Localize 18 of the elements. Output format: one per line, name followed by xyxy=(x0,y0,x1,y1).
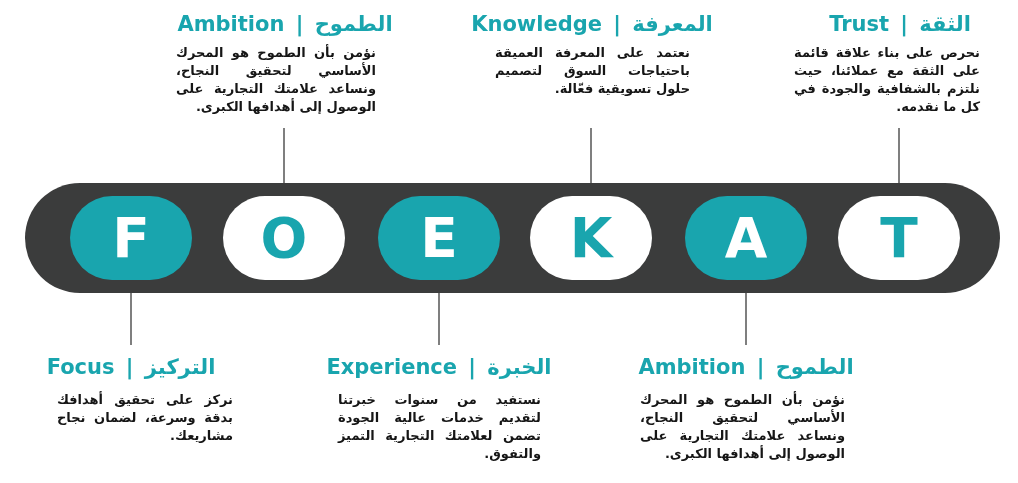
heading: Focus | التركيز xyxy=(46,354,216,380)
heading: Ambition | الطموح xyxy=(177,11,393,37)
description-text: نؤمن بأن الطموح هو المحرك الأساسي لتحقيق النجاح، ونساعد علامتك التجارية على الوصول إلى أهدافها الكبرى. xyxy=(176,44,376,116)
heading: Experience | الخبرة xyxy=(326,354,552,380)
description-text: نؤمن بأن الطموح هو المحرك الأساسي لتحقيق النجاح، ونساعد علامتك التجارية على الوصول إلى أهدافها الكبرى. xyxy=(640,391,845,463)
heading: Trust | الثقة xyxy=(829,11,971,37)
description-text: نعتمد على المعرفة العميقة باحتياجات السوق لتصميم حلول تسويقية فعّالة. xyxy=(495,44,690,98)
heading: Knowledge | المعرفة xyxy=(471,11,713,37)
letter-pill: T xyxy=(838,196,960,280)
letter-pill: F xyxy=(70,196,192,280)
description-text: نستفيد من سنوات خبرتنا لتقديم خدمات عالية الجودة تضمن لعلامتك التجارية التميز والتفوق. xyxy=(338,391,541,463)
letter-pill: O xyxy=(223,196,345,280)
letter-pill: A xyxy=(685,196,807,280)
letter-pill: K xyxy=(530,196,652,280)
description-text: نحرص على بناء علاقة قائمة على الثقة مع عملائنا، حيث نلتزم بالشفافية والجودة في كل ما نقدمه. xyxy=(794,44,980,116)
letter-pill: E xyxy=(378,196,500,280)
heading: Ambition | الطموح xyxy=(638,354,854,380)
description-text: نركز على تحقيق أهدافك بدقة وسرعة، لضمان نجاح مشاريعك. xyxy=(57,391,233,445)
